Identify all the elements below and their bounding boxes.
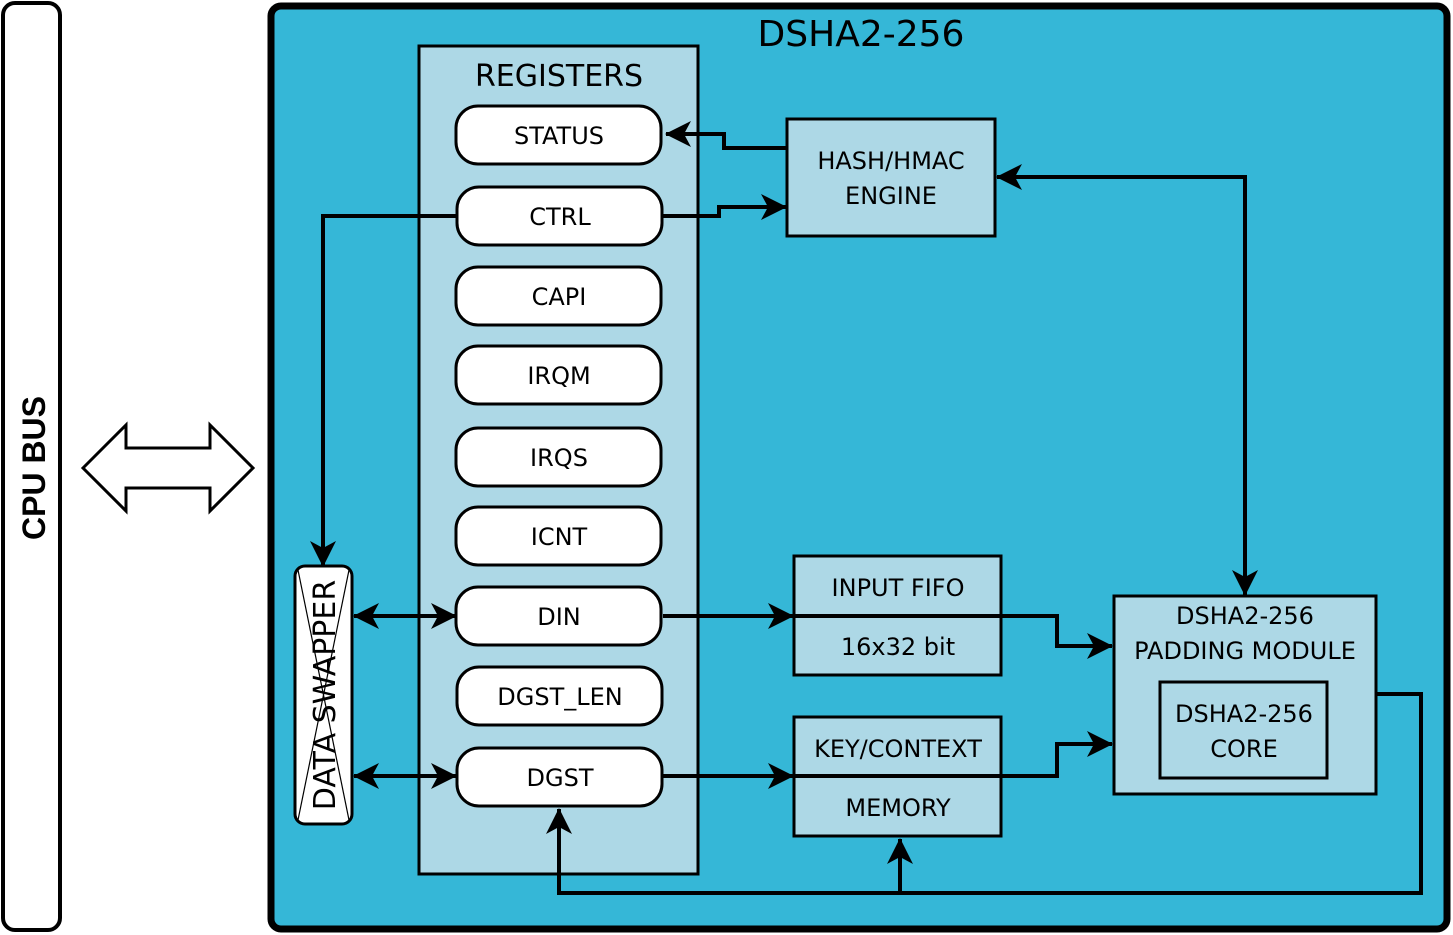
hash-hmac-engine[interactable]: HASH/HMAC ENGINE [785,117,997,238]
register-ctrl[interactable]: CTRL [455,185,664,247]
register-label: STATUS [514,122,604,150]
ctrl-to-hash-connector [663,194,787,220]
register-status[interactable]: STATUS [454,104,663,166]
hash-to-status-connector [665,121,787,150]
register-label: IRQS [530,444,588,472]
block-title: DSHA2-256 [758,14,965,55]
key-to-padding-connector [1001,731,1113,778]
input-fifo-line1: INPUT FIFO [832,574,965,602]
register-label: CTRL [529,203,591,231]
core-line1: DSHA2-256 [1175,700,1313,728]
core-line2: CORE [1210,735,1278,763]
register-din[interactable]: DIN [454,585,663,647]
register-dgst[interactable]: DGST [455,746,664,808]
register-label: DIN [537,603,581,631]
padding-module[interactable]: DSHA2-256 PADDING MODULE DSHA2-256 CORE [1112,594,1378,796]
swap-cross-line [297,569,350,821]
data-swapper-label: DATA SWAPPER [308,580,343,810]
hash-engine-line2: ENGINE [845,182,937,210]
register-dgst-len[interactable]: DGST_LEN [455,665,664,727]
register-label: ICNT [531,523,588,551]
register-list: STATUS CTRL CAPI IRQM IRQS ICNT DIN DGS [454,104,664,808]
register-label: DGST_LEN [497,683,622,711]
hash-engine-line1: HASH/HMAC [817,147,964,175]
key-memory-line2: MEMORY [845,794,951,822]
key-context-memory[interactable]: KEY/CONTEXT MEMORY [792,715,1003,838]
padding-module-line2: PADDING MODULE [1134,637,1356,665]
register-irqm[interactable]: IRQM [454,344,663,406]
register-icnt[interactable]: ICNT [454,505,663,567]
connectors [310,121,1423,895]
input-fifo-line2: 16x32 bit [841,633,955,661]
register-label: IRQM [527,362,590,390]
ctrl-to-swapper-connector [310,214,457,567]
register-irqs[interactable]: IRQS [454,426,663,488]
hash-padding-connector [996,164,1258,596]
data-swapper[interactable]: DATA SWAPPER [293,564,354,826]
sha-core[interactable]: DSHA2-256 CORE [1158,680,1329,780]
cpu-bus-label: CPU BUS [16,396,52,540]
cpu-bus: CPU BUS [1,1,62,932]
register-capi[interactable]: CAPI [454,265,663,327]
bidirectional-bus-arrow-icon [80,421,256,515]
registers-title: REGISTERS [475,59,643,94]
key-memory-line1: KEY/CONTEXT [814,735,982,763]
padding-module-line1: DSHA2-256 [1176,602,1314,630]
input-fifo[interactable]: INPUT FIFO 16x32 bit [792,554,1003,677]
fifo-to-padding-connector [1001,614,1113,659]
register-label: DGST [527,764,594,792]
register-label: CAPI [532,283,587,311]
padding-feedback-loop [546,692,1423,895]
